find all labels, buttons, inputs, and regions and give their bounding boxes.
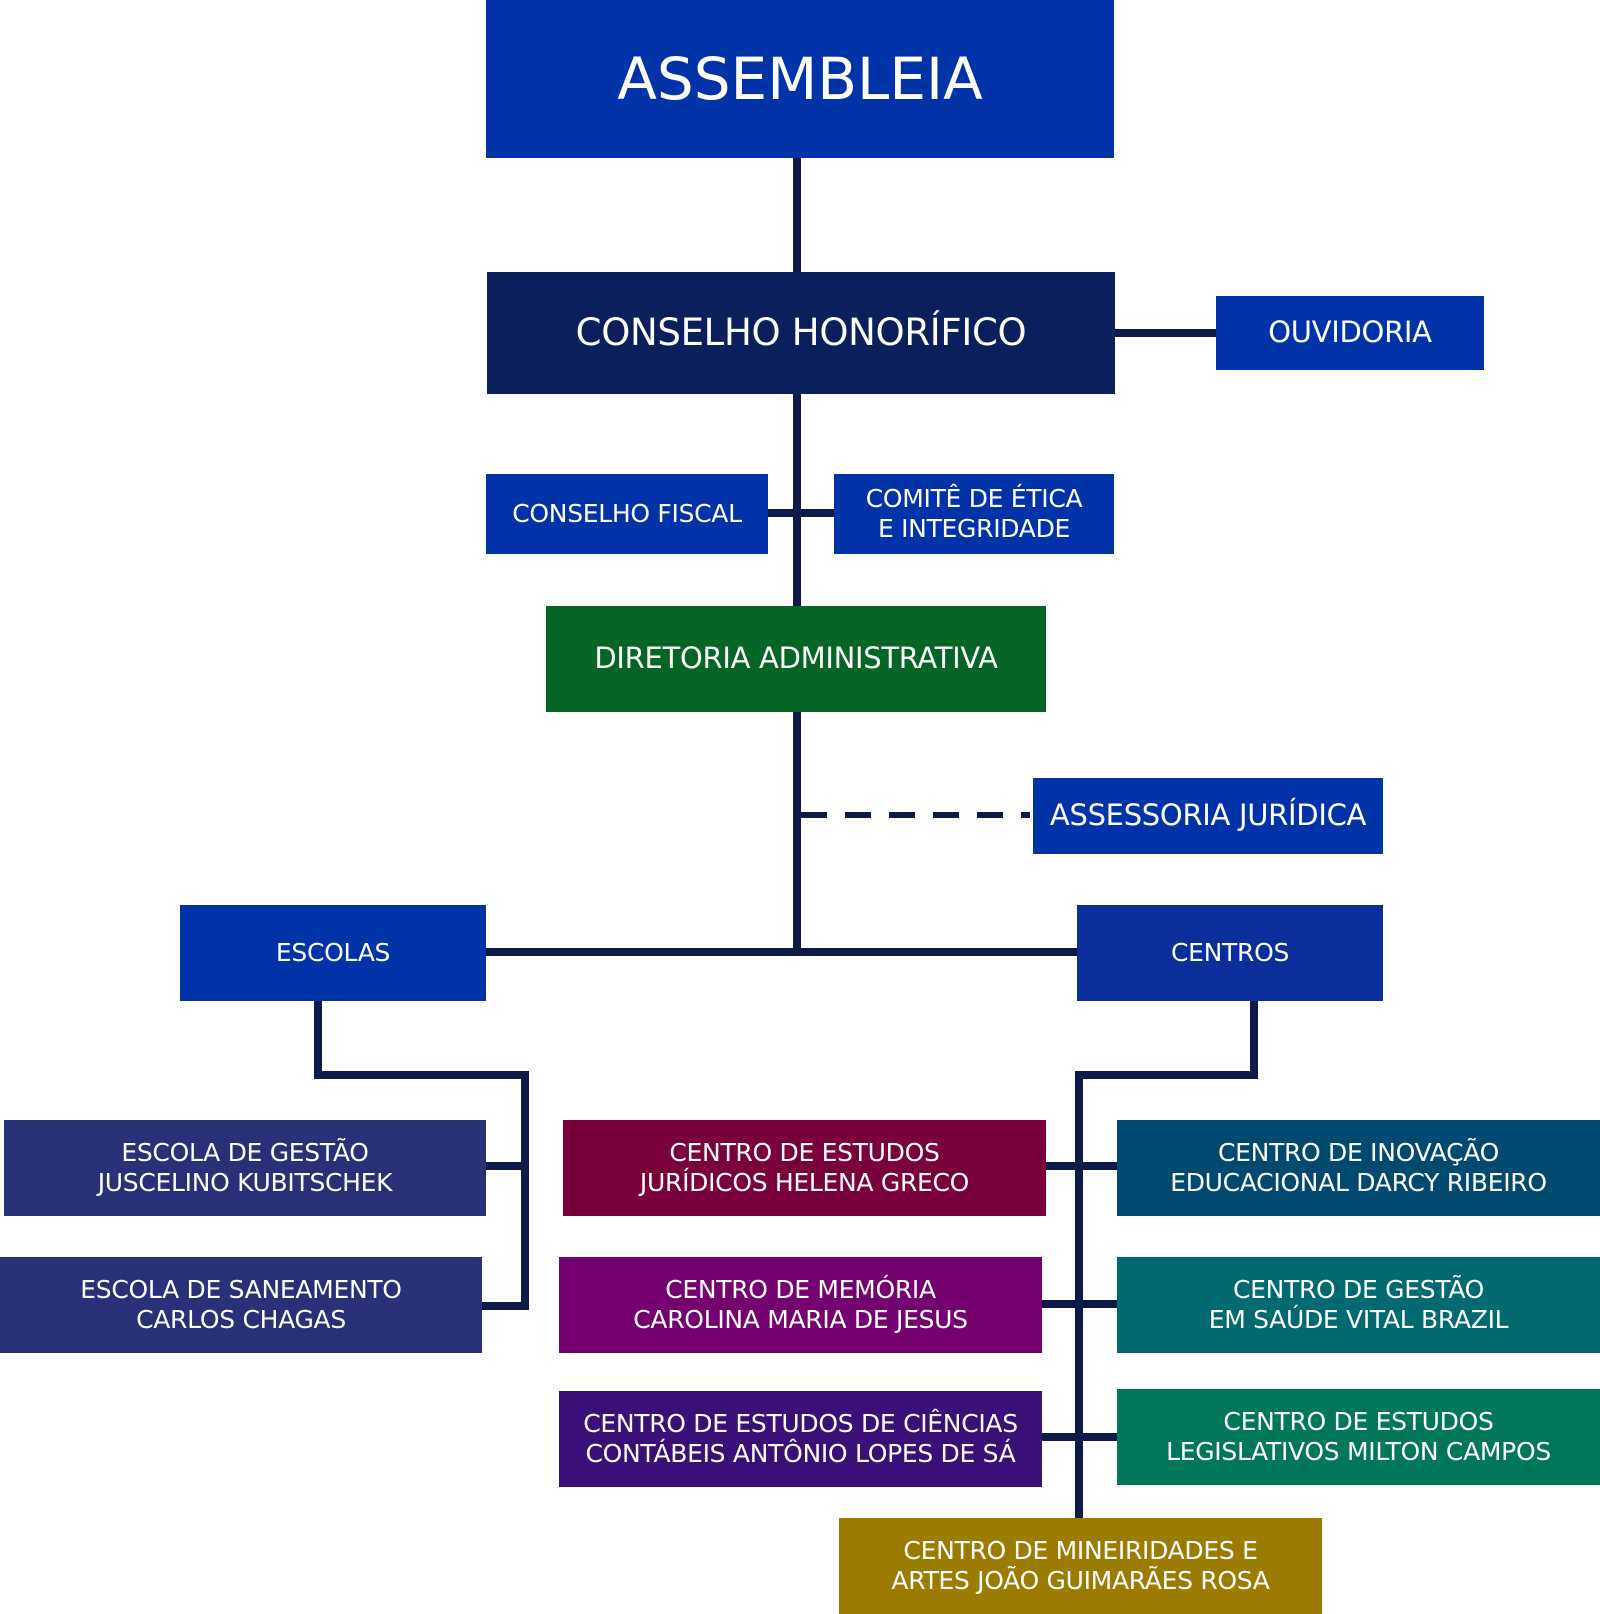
- node-assembleia: ASSEMBLEIA: [486, 0, 1114, 158]
- node-escolas: ESCOLAS: [180, 905, 486, 1001]
- node-conselho-fiscal: CONSELHO FISCAL: [486, 474, 768, 554]
- node-conselho-honorifico: CONSELHO HONORÍFICO: [487, 272, 1115, 394]
- node-ouvidoria: OUVIDORIA: [1216, 296, 1484, 370]
- node-centro-contabeis: CENTRO DE ESTUDOS DE CIÊNCIAS CONTÁBEIS …: [559, 1391, 1042, 1487]
- escolas-subtree: [314, 998, 529, 1310]
- node-centro-inovacao: CENTRO DE INOVAÇÃO EDUCACIONAL DARCY RIB…: [1117, 1120, 1600, 1216]
- node-centro-memoria: CENTRO DE MEMÓRIA CAROLINA MARIA DE JESU…: [559, 1257, 1042, 1353]
- node-centros: CENTROS: [1077, 905, 1383, 1001]
- node-assessoria-juridica: ASSESSORIA JURÍDICA: [1033, 778, 1383, 854]
- node-escola-saneamento: ESCOLA DE SANEAMENTO CARLOS CHAGAS: [0, 1257, 482, 1353]
- node-diretoria-administrativa: DIRETORIA ADMINISTRATIVA: [546, 606, 1046, 712]
- node-centro-juridicos: CENTRO DE ESTUDOS JURÍDICOS HELENA GRECO: [563, 1120, 1046, 1216]
- centros-subtree: [1075, 998, 1258, 1520]
- node-centro-legislativos: CENTRO DE ESTUDOS LEGISLATIVOS MILTON CA…: [1117, 1389, 1600, 1485]
- node-escola-gestao: ESCOLA DE GESTÃO JUSCELINO KUBITSCHEK: [4, 1120, 486, 1216]
- node-centro-saude: CENTRO DE GESTÃO EM SAÚDE VITAL BRAZIL: [1117, 1257, 1600, 1353]
- node-centro-mineiridades: CENTRO DE MINEIRIDADES E ARTES JOÃO GUIM…: [839, 1518, 1322, 1614]
- node-comite-etica: COMITÊ DE ÉTICA E INTEGRIDADE: [834, 474, 1114, 554]
